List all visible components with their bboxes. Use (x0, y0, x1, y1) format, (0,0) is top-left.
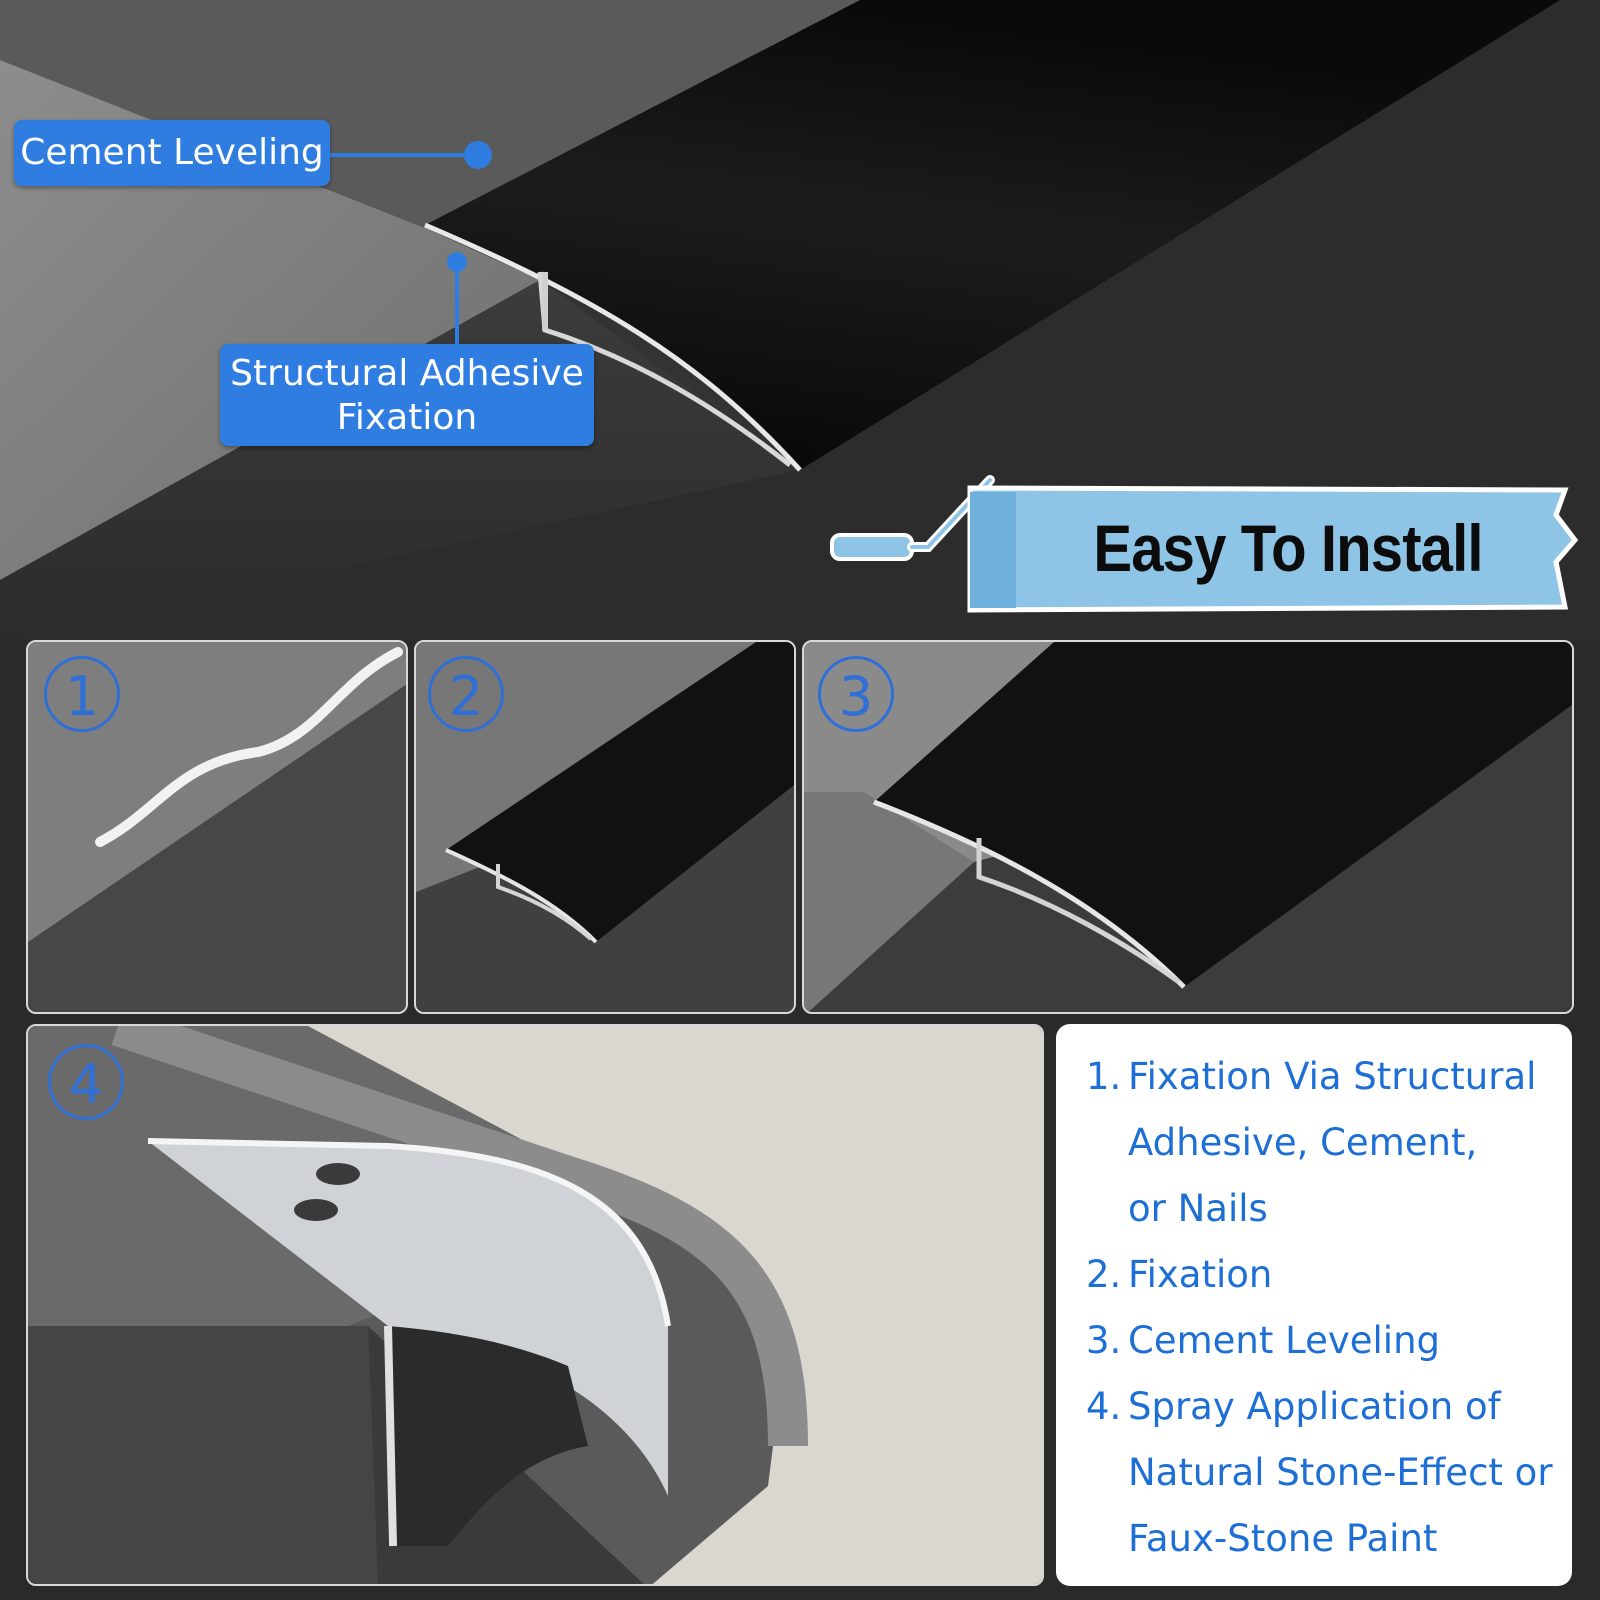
step-list-number: 1. (1086, 1055, 1122, 1098)
step-list-text: Cement Leveling (1128, 1319, 1441, 1362)
step-list-text: Adhesive, Cement, (1128, 1121, 1478, 1164)
structural-adhesive-label: Structural Adhesive Fixation (220, 344, 594, 446)
stone-effect-finish-illustration (28, 1026, 1042, 1584)
step-list-item-3: 3. Cement Leveling (1086, 1308, 1562, 1374)
step-4-number: 4 (48, 1044, 124, 1120)
paint-roller-icon (830, 475, 1579, 613)
step-4-panel: 4 (26, 1024, 1044, 1586)
hero-illustration (0, 0, 1600, 640)
easy-to-install-banner: Easy To Install (1093, 511, 1483, 585)
step-list-number: 3. (1086, 1319, 1122, 1362)
step-list-number: 2. (1086, 1253, 1122, 1296)
step-3-panel: 3 (802, 640, 1574, 1014)
cement-leveling-label: Cement Leveling (14, 120, 330, 186)
step-2-number: 2 (428, 656, 504, 732)
structural-adhesive-line2: Fixation (336, 396, 478, 438)
step-2-panel: 2 (414, 640, 796, 1014)
cement-leveling-illustration (804, 642, 1572, 1012)
step-1-panel: 1 (26, 640, 408, 1014)
step-list-item-1: 1. Fixation Via Structural Adhesive, Cem… (1086, 1044, 1562, 1242)
step-list-text: Spray Application of (1128, 1385, 1501, 1428)
installation-steps-list: 1. Fixation Via Structural Adhesive, Cem… (1056, 1024, 1572, 1586)
structural-adhesive-line1: Structural Adhesive (230, 353, 584, 394)
step-list-item-4: 4. Spray Application of Natural Stone-Ef… (1086, 1374, 1562, 1572)
step-list-item-2: 2. Fixation (1086, 1242, 1562, 1308)
step-list-text: Fixation (1128, 1253, 1273, 1296)
step-1-number: 1 (44, 656, 120, 732)
step-list-number: 4. (1086, 1385, 1122, 1428)
step-list-text: Fixation Via Structural (1128, 1055, 1537, 1098)
step-list-text: Faux-Stone Paint (1128, 1517, 1438, 1560)
step-3-number: 3 (818, 656, 894, 732)
step-list-text: Natural Stone-Effect or (1128, 1451, 1553, 1494)
step-list-text: or Nails (1128, 1187, 1268, 1230)
